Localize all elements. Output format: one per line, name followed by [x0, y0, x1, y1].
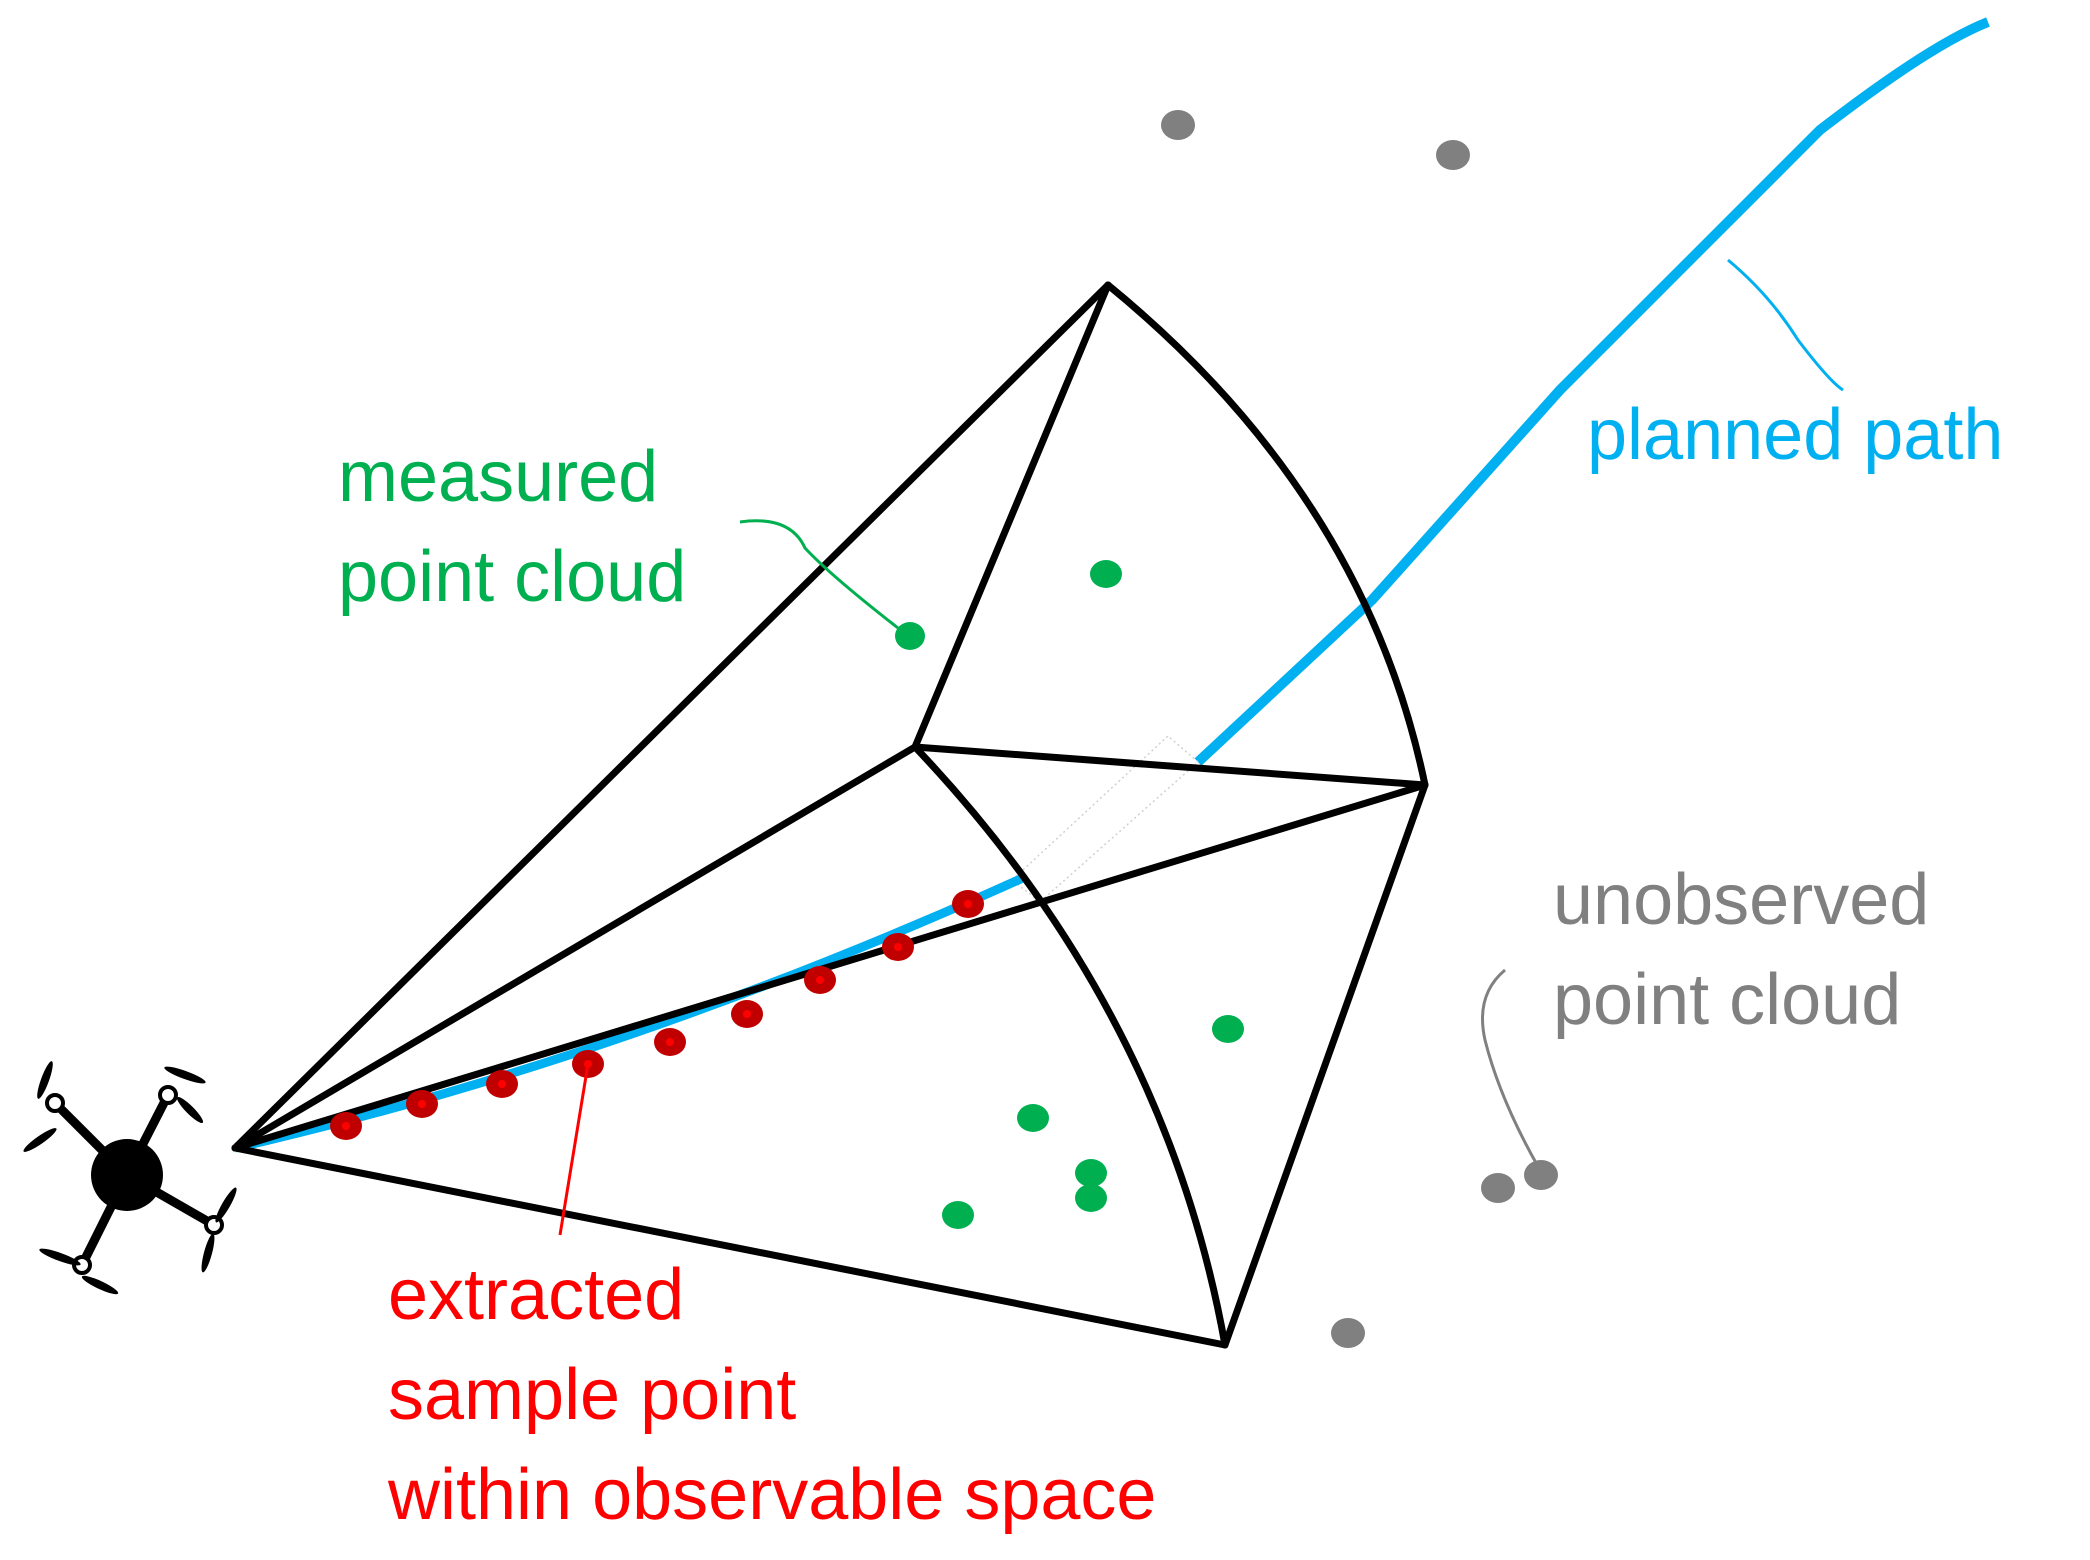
planned-path	[1194, 17, 1990, 766]
unobserved-point	[1481, 1173, 1515, 1203]
unobserved-point-cloud	[1161, 110, 1558, 1348]
extracted-leader-line	[558, 1063, 590, 1236]
sample-point	[654, 1028, 686, 1056]
unobserved-label-line1: unobserved	[1553, 860, 1930, 940]
measured-point	[1075, 1184, 1107, 1212]
measured-point	[1075, 1159, 1107, 1187]
extracted-label-line2: sample point	[388, 1355, 797, 1435]
extracted-label-line3: within observable space	[388, 1455, 1157, 1535]
observation-frustum	[231, 281, 1429, 1349]
extracted-sample-point-label: extracted sample point within observable…	[388, 1245, 1156, 1545]
sample-points	[330, 890, 984, 1140]
measured-point	[1212, 1015, 1244, 1043]
sample-point	[882, 933, 914, 961]
occluded-path-outline	[1010, 734, 1200, 903]
planned-leader-line	[1727, 258, 1844, 392]
frustum-edge	[911, 743, 1429, 789]
sample-point	[330, 1112, 362, 1140]
measured-point	[942, 1201, 974, 1229]
frustum-edge	[911, 743, 1229, 1349]
measured-label-line2: point cloud	[338, 537, 687, 617]
frustum-edge	[231, 781, 1429, 1152]
measured-point-cloud	[895, 560, 1244, 1229]
unobserved-label-line2: point cloud	[1553, 960, 1902, 1040]
sample-point	[952, 890, 984, 918]
frustum-edge	[231, 281, 1112, 1152]
measured-point	[895, 622, 925, 650]
sample-point	[731, 1000, 763, 1028]
planned-path-label: planned path	[1587, 385, 2003, 485]
planned-label-line1: planned path	[1587, 395, 2004, 475]
measured-point	[1090, 560, 1122, 588]
measured-label-line1: measured	[338, 437, 659, 517]
unobserved-point	[1436, 140, 1470, 170]
frustum-edge	[231, 1144, 1229, 1349]
measured-leader-line	[739, 519, 899, 630]
unobserved-point	[1524, 1160, 1558, 1190]
measured-point-cloud-label: measured point cloud	[338, 427, 686, 627]
measured-point	[1017, 1104, 1049, 1132]
frustum-edge	[1221, 781, 1429, 1349]
sample-point	[804, 966, 836, 994]
unobserved-point	[1161, 110, 1195, 140]
frustum-edge	[911, 281, 1112, 751]
unobserved-point	[1331, 1318, 1365, 1348]
unobserved-point-cloud-label: unobserved point cloud	[1553, 850, 1929, 1050]
frustum-edge	[231, 743, 919, 1152]
unobserved-leader-line	[1481, 968, 1542, 1171]
sample-point	[406, 1090, 438, 1118]
quadcopter-drone-icon	[23, 1061, 237, 1295]
sample-point	[486, 1070, 518, 1098]
frustum-edge	[1104, 281, 1429, 789]
extracted-label-line1: extracted	[388, 1255, 685, 1335]
